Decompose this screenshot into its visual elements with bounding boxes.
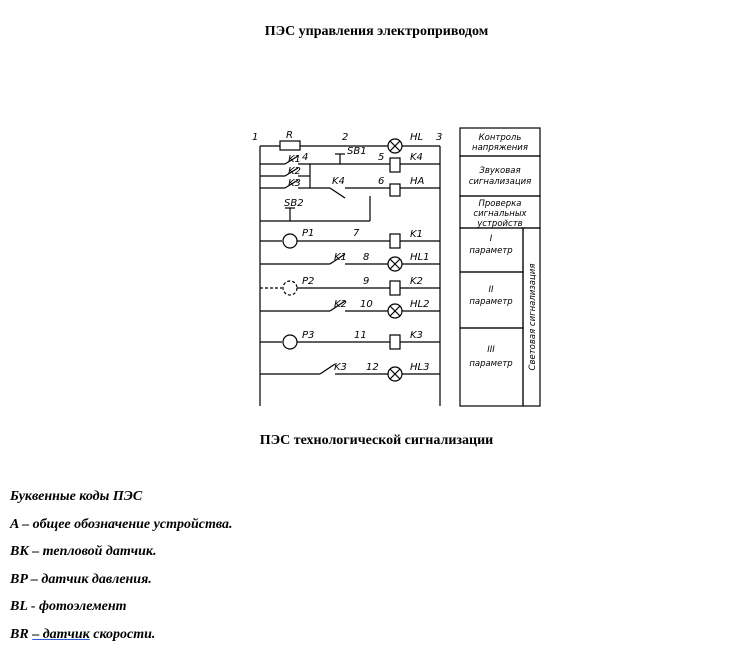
label-HL1: HL1 <box>410 252 429 263</box>
label-P2: P2 <box>302 276 314 287</box>
label-K2-coil: K2 <box>410 276 423 287</box>
label-R: R <box>286 130 293 141</box>
node-3: 3 <box>436 132 442 143</box>
node-12: 12 <box>366 362 379 373</box>
label-P1: P1 <box>302 228 314 239</box>
label-K3: K3 <box>288 178 301 189</box>
code-BR-prefix: BR <box>10 627 32 642</box>
label-K4-contact: K4 <box>332 176 345 187</box>
label-K1-contact: K1 <box>334 252 347 263</box>
node-6: 6 <box>378 176 384 187</box>
node-1: 1 <box>252 132 258 143</box>
page-title: ПЭС управления электроприводом <box>0 24 753 40</box>
letter-codes-list: Буквенные коды ПЭС A – общее обозначение… <box>10 488 233 653</box>
legend-param2-word: параметр <box>469 297 512 307</box>
node-10: 10 <box>360 299 373 310</box>
label-K3-coil: K3 <box>410 330 423 341</box>
label-K2: K2 <box>288 166 301 177</box>
legend-control-1: Контроль <box>479 133 522 143</box>
label-HL: HL <box>410 132 423 143</box>
legend-check-2: сигнальных <box>473 209 527 219</box>
code-A: A – общее обозначение устройства. <box>10 516 233 544</box>
legend-param2-num: II <box>488 285 494 295</box>
legend-check-3: устройств <box>476 219 522 229</box>
label-P3: P3 <box>302 330 314 341</box>
label-HL2: HL2 <box>410 299 429 310</box>
label-SB1: SB1 <box>347 146 367 157</box>
code-BK: BK – тепловой датчик. <box>10 543 233 571</box>
legend-sound-1: Звуковая <box>479 166 520 176</box>
legend-check-1: Проверка <box>479 199 522 209</box>
legend-control-2: напряжения <box>472 143 528 153</box>
node-7: 7 <box>353 228 360 239</box>
node-2: 2 <box>342 132 348 143</box>
label-K4-coil: K4 <box>410 152 423 163</box>
label-K3-contact: K3 <box>334 362 347 373</box>
circuit-diagram: 1 2 3 4 5 6 7 8 9 10 11 12 R SB1 SB2 K1 … <box>250 126 550 408</box>
label-K1: K1 <box>288 154 301 165</box>
legend-sound-2: сигнализация <box>469 177 532 187</box>
label-SB2: SB2 <box>284 198 304 209</box>
code-BR-suffix: скорости. <box>90 627 156 642</box>
code-BL: BL - фотоэлемент <box>10 598 233 626</box>
legend-param3-word: параметр <box>469 359 512 369</box>
node-4: 4 <box>302 152 308 163</box>
legend-param1-num: I <box>490 234 493 244</box>
code-BP: BP – датчик давления. <box>10 571 233 599</box>
label-HA: HA <box>410 176 425 187</box>
node-5: 5 <box>378 152 384 163</box>
codes-heading: Буквенные коды ПЭС <box>10 488 233 516</box>
label-K1-coil: K1 <box>410 229 423 240</box>
label-K2-contact: K2 <box>334 299 347 310</box>
node-8: 8 <box>363 252 369 263</box>
legend-light: Световая сигнализация <box>528 264 538 371</box>
label-HL3: HL3 <box>410 362 429 373</box>
node-11: 11 <box>354 330 367 341</box>
diagram-caption: ПЭС технологической сигнализации <box>0 433 753 449</box>
legend-param3-num: III <box>487 345 495 355</box>
code-BR-link: – датчик <box>32 627 90 642</box>
legend-param1-word: параметр <box>469 246 512 256</box>
node-9: 9 <box>363 276 369 287</box>
